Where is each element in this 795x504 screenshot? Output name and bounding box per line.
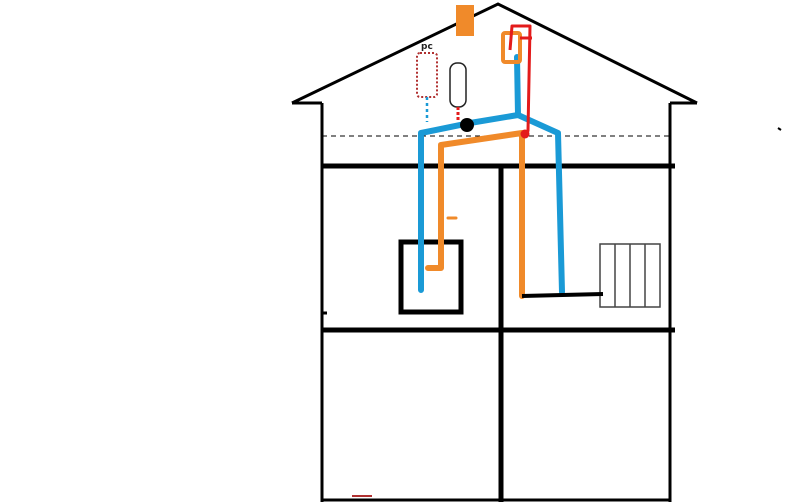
boiler-icon <box>398 239 464 315</box>
radiator-connection-line <box>521 292 604 298</box>
radiator-icon <box>599 243 661 308</box>
house-walls <box>320 103 675 502</box>
chimney-icon <box>456 5 474 36</box>
flow-pipe-red <box>508 24 532 139</box>
pump-icon <box>460 118 474 132</box>
open-tank-icon <box>449 62 467 122</box>
stray-mark <box>777 127 782 131</box>
tank-label: pc <box>421 42 433 52</box>
roof-outline <box>291 2 698 105</box>
expansion-tank-icon <box>416 52 438 122</box>
supply-pipe-orange <box>425 130 525 299</box>
